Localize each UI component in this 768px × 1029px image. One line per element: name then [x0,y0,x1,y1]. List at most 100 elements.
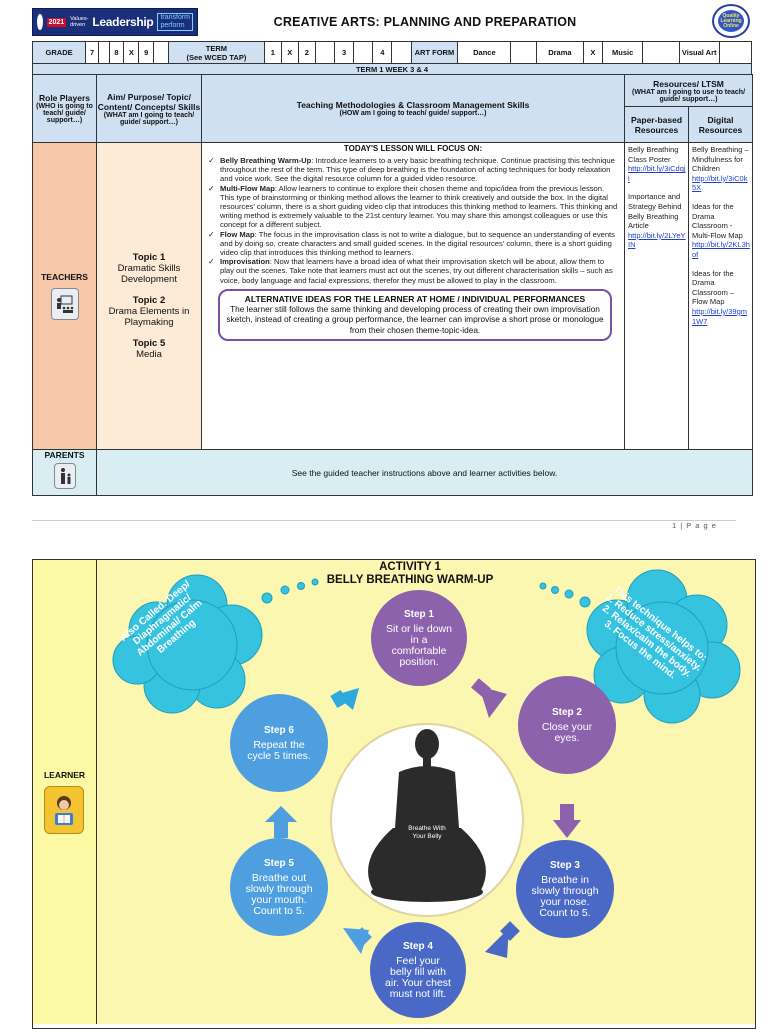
learner-label: LEARNER [43,770,86,780]
resources-title: Resources/ LTSM [653,78,724,89]
grade-cell [97,41,110,64]
learner-reading-icon [44,786,84,834]
grade-label: GRADE [31,41,87,64]
term-cell: X [280,41,299,64]
lesson-item-text: Allow learners to continue to explore th… [220,183,618,230]
teachers-label: TEACHERS [41,272,88,282]
alternative-ideas-box: ALTERNATIVE IDEAS FOR THE LEARNER AT HOM… [218,288,612,342]
resources-sub: (WHAT am I going to use to teach/ guide/… [631,88,746,103]
form-cell: Drama [536,41,584,64]
lesson-item-text: The focus in the improvisation class is … [220,229,615,258]
arrow-step3-to-step4 [485,928,509,958]
aim-sub: (WHAT am I going to teach/ guide/ suppor… [103,111,195,126]
step-5-circle: Step 5 Breathe out slowly through your m… [230,838,328,936]
paper-resource-link[interactable]: http://bit.ly/2LYeYIN [628,230,686,250]
step-title: Step 4 [402,940,433,952]
lesson-list: Belly Breathing Warm-Up: Introduce learn… [206,156,620,285]
lesson-item-head: Flow Map [220,229,255,239]
thought-dots-right [539,582,591,608]
grade-cell [153,41,170,64]
step-text: Sit or lie down in a comfortable positio… [386,622,452,668]
topic-desc: Media [136,349,162,360]
grade-cell: 7 [85,41,99,64]
lesson-heading: TODAY'S LESSON WILL FOCUS ON: [343,144,483,153]
lesson-item-head: Improvisation [220,257,270,267]
term-sub-text: (See WCED TAP) [186,52,247,62]
step-title: Step 1 [403,608,434,620]
logo-text: Quality Learning Online [718,10,744,32]
page-number: 1 | P a g e [672,521,717,530]
step-title: Step 5 [263,857,294,869]
role-players-title: Role Players [38,93,91,103]
topic-title: Topic 1 [132,252,166,263]
parents-label: PARENTS [44,450,85,460]
term-cell [391,41,412,64]
step-4-circle: Step 4 Feel your belly fill with air. Yo… [370,922,466,1018]
activity-decorations [112,569,741,958]
topic-item: Topic 5 Media [97,338,201,360]
step-text: Close your eyes. [541,720,593,744]
term-label: TERM (See WCED TAP) [168,41,265,64]
form-cell: Music [601,41,644,64]
parents-text: See the guided teacher instructions abov… [95,449,754,496]
step-title: Step 6 [263,724,294,736]
step-2-circle: Step 2 Close your eyes. [518,676,616,774]
step-1-circle: Step 1 Sit or lie down in a comfortable … [371,590,467,686]
lesson-item: Flow Map: The focus in the improvisation… [208,229,620,258]
left-cloud-shape [112,574,263,714]
digital-resource-text: Ideas for the Drama Classroom - Multi-Fl… [692,201,743,240]
step-text: Feel your belly fill with air. Your ches… [385,954,451,1000]
topic-title: Topic 5 [132,338,166,349]
paper-resources-cell: Belly Breathing Class Poster http://bit.… [624,142,689,450]
lesson-item-text: Introduce learners to a very basic breat… [220,156,615,184]
term-cell [353,41,374,64]
paper-resource-text: Importance and Strategy Behind Belly Bre… [628,192,682,231]
topics-cell: Topic 1 Dramatic Skills Development Topi… [96,142,202,450]
planning-table: GRADE 7 8 X 9 TERM (See WCED TAP) 1 X 2 … [31,41,753,75]
term-week: TERM 1 WEEK 3 & 4 [32,63,752,75]
step-title: Step 3 [549,859,580,871]
digital-resource-text: Ideas for the Drama Classroom – Flow Map [692,268,735,307]
digital-resource-text: Belly Breathing – Mindfulness for Childr… [692,145,749,174]
lesson-item: Multi-Flow Map: Allow learners to contin… [208,183,620,230]
role-players-sub: (WHO is going to teach/ guide/ support…) [36,103,93,124]
form-cell: Dance [457,41,512,64]
lesson-item-head: Multi-Flow Map [220,183,275,193]
page-title: CREATIVE ARTS: PLANNING AND PREPARATION [273,15,577,29]
lesson-cell: TODAY'S LESSON WILL FOCUS ON: Belly Brea… [201,142,625,450]
digital-resources-header: Digital Resources [687,106,754,143]
banner-values: Values-driven [70,16,89,28]
term-cell: 4 [372,41,393,64]
aim-title: Aim/ Purpose/ Topic/ Content/ Concepts/ … [97,91,201,112]
grade-cell: 9 [138,41,155,64]
lesson-item: Improvisation: Now that learners have a … [208,257,620,285]
arrow-step5-to-step6 [265,806,297,822]
center-caption: Breathe With Your Belly [408,825,446,840]
digital-resource-link[interactable]: http://bit.ly/3iC0k5X [692,173,748,193]
topic-item: Topic 1 Dramatic Skills Development [97,252,201,285]
values-driven-leadership-banner: 2021 Values-driven Leadership transform … [32,8,198,36]
grade-cell: X [123,41,140,64]
grade-cell: 8 [108,41,125,64]
form-cell [642,41,680,64]
lesson-item: Belly Breathing Warm-Up: Introduce learn… [208,156,620,184]
paper-resource-link[interactable]: http://bit.ly/3iCdqjl [628,164,686,183]
quality-learning-logo: Quality Learning Online [712,4,750,38]
step-text: Repeat the cycle 5 times. [247,738,311,762]
term-cell: 3 [333,41,355,64]
form-cell: Visual Art [678,41,720,64]
role-players-header: Role Players (WHO is going to teach/ gui… [32,74,97,143]
resources-header: Resources/ LTSM (WHAT am I going to use … [623,74,754,107]
page-divider [32,520,736,521]
step-text: Breathe out slowly through your mouth. C… [245,871,313,917]
teacher-presentation-icon [50,288,79,320]
form-cell [718,41,753,64]
step-text: Breathe in slowly through your nose. Cou… [531,873,599,919]
digital-resources-cell: Belly Breathing – Mindfulness for Childr… [687,142,754,450]
topic-desc: Dramatic Skills Development [117,263,181,285]
activity-title-line1: ACTIVITY 1 [379,561,441,573]
topic-item: Topic 2 Drama Elements in Playmaking [97,295,201,328]
digital-resource-link[interactable]: http://bit.ly/2KL3hof [692,240,750,259]
right-cloud-shape [586,569,741,724]
digital-resource-link[interactable]: http://bit.ly/39gm1W7 [692,306,748,326]
